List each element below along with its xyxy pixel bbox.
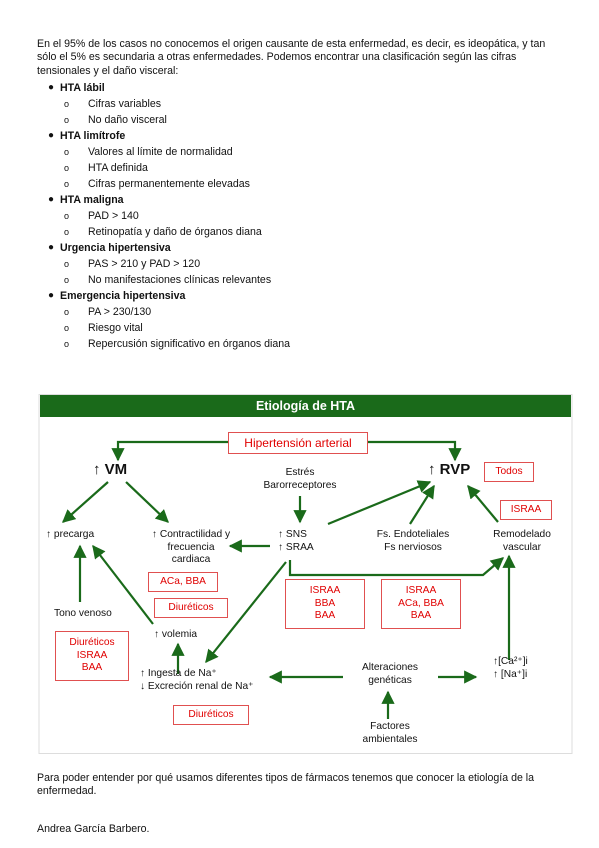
outro-paragraph: Para poder entender por qué usamos difer… <box>37 772 535 798</box>
hypertension-box: Hipertensión arterial <box>228 432 368 454</box>
ca-na-node: ↑[Ca²⁺]i↑ [Na⁺]i <box>493 656 528 680</box>
vm-node: ↑ VM <box>93 461 128 478</box>
sns-node: ↑ SNS↑ SRAA <box>278 529 314 553</box>
category-name: HTA lábil <box>60 82 105 95</box>
diagram-arrows <box>38 394 573 754</box>
rvp-node: ↑ RVP <box>428 461 471 478</box>
drug-box-israa: ISRAA <box>500 500 552 520</box>
category-name: Urgencia hipertensiva <box>60 242 171 255</box>
diagram-title: Etiología de HTA <box>40 395 571 417</box>
drug-box-todos: Todos <box>484 462 534 482</box>
intro-paragraph: En el 95% de los casos no conocemos el o… <box>37 38 546 77</box>
tono-venoso-node: Tono venoso <box>54 608 112 619</box>
category-name: HTA maligna <box>60 194 124 207</box>
category-name: HTA limítrofe <box>60 130 126 143</box>
etiology-diagram: Etiología de HTA Hipertensión arterial ↑… <box>38 394 573 754</box>
drug-box-diureticos-bottom: Diuréticos <box>173 705 249 725</box>
intro-section: En el 95% de los casos no conocemos el o… <box>37 38 557 352</box>
author-name: Andrea García Barbero. <box>37 823 150 835</box>
volemia-node: ↑ volemia <box>154 629 198 640</box>
precarga-node: ↑ precarga <box>46 529 95 540</box>
ingesta-node: ↑ Ingesta de Na⁺↓ Excreción renal de Na⁺ <box>140 668 254 692</box>
drug-box-aca-bba: ACa, BBA <box>148 572 218 592</box>
drug-box-diureticos-mid: Diuréticos <box>154 598 228 618</box>
category-name: Emergencia hipertensiva <box>60 290 186 303</box>
